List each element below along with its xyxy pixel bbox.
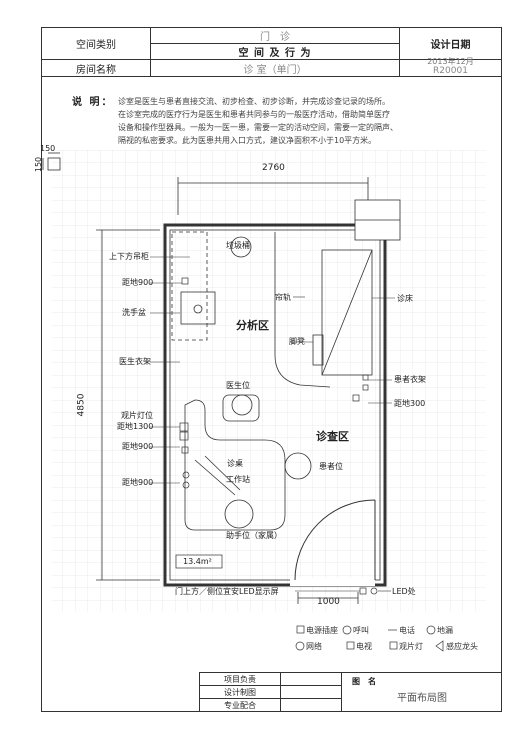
label-curtain-rail: 帘轨	[275, 293, 291, 302]
footer-design-drawing-value	[280, 685, 342, 699]
door-gap	[290, 578, 375, 586]
title-block-header: 空间类别 门 诊 设计日期 空 间 及 行 为 房间名称 诊 室（单门） 201…	[41, 27, 502, 77]
label-workstation: 工作站	[226, 475, 250, 484]
label-patient-coat-rack: 患者衣架	[394, 375, 426, 384]
label-assistant-seat: 助手位（家属）	[226, 531, 282, 540]
door-dimension: 1000	[317, 597, 340, 607]
leader-lines	[150, 256, 395, 592]
label-wash-basin: 洗手盆	[122, 308, 146, 317]
legend-call: 呼叫	[353, 626, 369, 635]
grid-scale-width: 150	[40, 144, 56, 153]
label-from-floor-900-a: 距地900	[122, 278, 154, 287]
grid-scale-height: 150	[34, 156, 44, 173]
furniture	[171, 231, 373, 531]
label-coat-rack-doctor: 医生衣架	[119, 357, 151, 366]
footer-drawing-name: 平面布局图	[397, 693, 447, 704]
label-exam-bed: 诊床	[397, 294, 413, 303]
footer-drawing-name-cell: 图 名 平面布局图	[341, 672, 502, 712]
notes-line: 诊室是医生与患者直接交流、初步检查、初步诊断，并完成诊查记录的场所。	[118, 97, 390, 106]
label-upper-lower-cabinet: 上下方吊柜	[109, 252, 149, 261]
door	[294, 499, 376, 581]
legend-film-light: 观片灯	[399, 642, 423, 651]
room-name: 诊 室（单门）	[150, 59, 400, 77]
label-patient-seat: 患者位	[319, 462, 343, 471]
footer-drawing-name-label: 图 名	[352, 677, 376, 686]
legend-faucet: 感应龙头	[446, 642, 478, 651]
label-area: 13.4m²	[183, 557, 212, 566]
wall-fixture-icons	[175, 277, 378, 595]
depth-dimension: 4850	[76, 393, 87, 417]
label-film-viewer: 观片灯位	[121, 411, 153, 420]
label-analysis-zone: 分析区	[236, 319, 269, 332]
background-grid	[52, 150, 486, 612]
ac-unit	[354, 199, 401, 241]
notes-line: 隔视的私密要求。此为医患共用入口方式，建议净面积不小于10平方米。	[118, 136, 377, 145]
legend-power-socket: 电源插座	[306, 626, 338, 635]
design-date: 2013年12月	[427, 57, 474, 66]
legend-network: 网络	[306, 642, 322, 651]
notes-line: 在诊室完成的医疗行为是医生和患者共同参与的一般医疗活动，借助简单医疗	[118, 110, 390, 119]
notes-label: 说 明：	[72, 97, 114, 108]
label-exam-zone: 诊查区	[316, 430, 349, 443]
label-led: LED处	[392, 587, 416, 596]
drawing-code: R20001	[433, 66, 468, 76]
notes-text: 诊室是医生与患者直接交流、初步检查、初步诊断，并完成诊查记录的场所。 在诊室完成…	[118, 95, 478, 147]
width-dimension: 2760	[262, 163, 285, 173]
footer-project-lead: 项目负责	[199, 672, 281, 686]
footer-project-lead-value	[280, 672, 342, 686]
title-block-footer: 项目负责 图 名 平面布局图 设计制图 专业配合	[199, 672, 502, 712]
label-trash-bin: 垃圾桶	[226, 241, 250, 250]
label-door-led-note: 门上方／侧位宜安LED显示屏	[175, 587, 279, 596]
code-cell: 2013年12月 R20001	[399, 57, 502, 77]
legend-phone: 电话	[399, 626, 415, 635]
label-from-floor-1300: 距地1300	[117, 422, 154, 431]
label-from-floor-300: 距地300	[394, 399, 426, 408]
outer-walls	[163, 223, 387, 587]
footer-specialty-coord: 专业配合	[199, 698, 281, 712]
label-from-floor-900-b: 距地900	[122, 442, 154, 451]
notes-line: 设备和操作型器具。一般为一医一患，需要一定的活动空间，需要一定的隔声、	[118, 123, 398, 132]
footer-design-drawing: 设计制图	[199, 685, 281, 699]
label-desk: 诊桌	[227, 459, 243, 468]
label-doctor-seat: 医生位	[226, 381, 250, 390]
scale-marker	[42, 152, 61, 171]
dimension-lines	[96, 177, 369, 604]
label-foot-stool: 脚凳	[289, 337, 305, 346]
footer-specialty-coord-value	[280, 698, 342, 712]
label-from-floor-900-c: 距地900	[122, 478, 154, 487]
legend-tv: 电视	[356, 642, 372, 651]
legend-icons	[295, 625, 444, 652]
legend-floor-drain: 地漏	[437, 626, 453, 635]
